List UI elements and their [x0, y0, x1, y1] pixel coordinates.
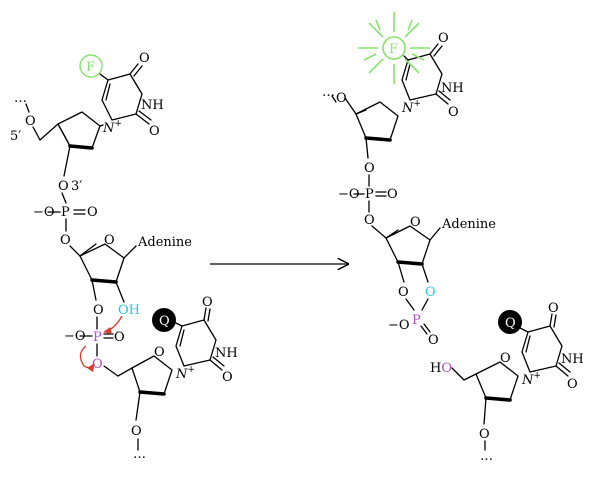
oxygen-3prime-right: O	[364, 161, 375, 176]
ellipsis-bottom: …	[133, 447, 146, 462]
sugar5-ring-oxygen: O	[500, 351, 511, 366]
uracil2-nh: NH	[215, 346, 238, 361]
oxygen-5prime-right: O	[336, 91, 347, 106]
sugar3-ring-oxygen: O	[154, 345, 165, 360]
uracil3-n1: N+	[401, 99, 421, 116]
five-prime-label: 5′	[10, 129, 21, 144]
uracil2-o4: O	[202, 295, 213, 310]
ellipsis-bottom-right: …	[480, 449, 493, 464]
cyclic-o-right: O	[425, 285, 436, 300]
uracil2-o2: O	[222, 370, 233, 385]
quencher-left: Q	[152, 308, 176, 332]
oxygen-3prime: O	[58, 179, 69, 194]
phosphate1-double-o: O	[87, 205, 98, 220]
uracil1-nh: NH	[141, 98, 164, 113]
curved-arrow-icon	[103, 315, 123, 335]
uracil2-n1: N+	[175, 365, 195, 382]
quencher-label-left: Q	[159, 314, 170, 329]
cyclic-phosphate-p: P	[412, 313, 421, 328]
fluorophore-quenched: F	[79, 54, 103, 78]
product-molecules: … O O −O P O O N+ NH O O	[322, 12, 584, 464]
uracil3-o2: O	[448, 105, 459, 120]
cyclic-o-left: O	[398, 285, 409, 300]
fluorophore-label-left: F	[86, 60, 95, 75]
curved-arrow-icon	[79, 345, 95, 373]
phosphate2-bridge-o: O	[92, 357, 103, 372]
phosphate1-bridge-o: O	[60, 233, 71, 248]
uracil4-n1: N+	[521, 371, 541, 388]
uracil3-o4: O	[438, 31, 449, 46]
adenine-label-right: Adenine	[441, 217, 496, 232]
sugar2-ring-oxygen: O	[104, 233, 115, 248]
uracil4-nh: NH	[561, 352, 584, 367]
fluorophore-label-right: F	[389, 42, 398, 57]
uracil4-o4: O	[548, 301, 559, 316]
ellipsis-top: …	[14, 91, 27, 106]
quencher-right: Q	[498, 310, 522, 334]
oxygen-3prime-b: O	[93, 303, 104, 318]
uracil1-o2: O	[149, 124, 160, 139]
uracil3-nh: NH	[441, 81, 464, 96]
hydroxyl-5prime: HO	[430, 361, 452, 376]
uracil4-o2: O	[567, 377, 578, 392]
ho-text: HO	[430, 361, 452, 376]
substrate-molecule: … O 5′ O O 3′ −O P O O N+ NH O	[10, 51, 238, 462]
phosphate3-p: P	[365, 187, 374, 202]
uracil1-o4: O	[139, 51, 150, 66]
cyclic-double-o: O	[428, 333, 439, 348]
hydroxyl-2prime: OH	[118, 303, 140, 318]
phosphate3-bridge-o: O	[364, 213, 375, 228]
three-prime-label: 3′	[71, 179, 82, 194]
cyclic-minus-o: −O	[388, 318, 410, 333]
phosphate3-double-o: O	[387, 187, 398, 202]
sugar4-ring-oxygen: O	[410, 215, 421, 230]
quencher-label-right: Q	[505, 316, 516, 331]
oxygen-3prime-d: O	[479, 427, 490, 442]
oxygen-5prime: O	[25, 114, 36, 129]
phosphate2-p: P	[93, 330, 102, 345]
fluorophore-emitting	[358, 12, 430, 84]
uracil1-n1: N+	[102, 119, 122, 136]
oxygen-3prime-c: O	[131, 424, 142, 439]
phosphate1-p: P	[61, 205, 70, 220]
adenine-label-left: Adenine	[137, 235, 192, 250]
phosphate2-double-o: O	[114, 330, 125, 345]
